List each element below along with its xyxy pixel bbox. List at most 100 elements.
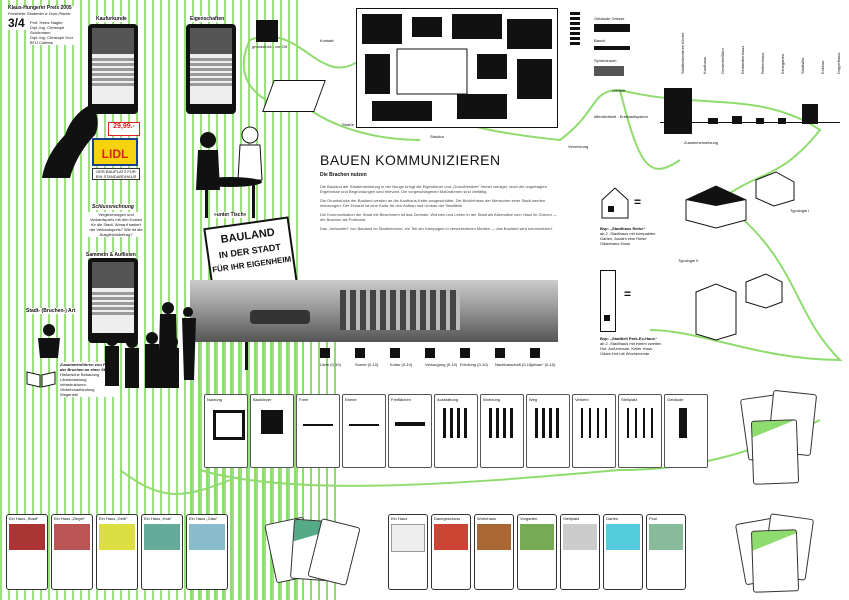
- house-card[interactable]: Wohnhaus: [474, 514, 514, 590]
- shop-icon: [425, 348, 435, 358]
- zusammenfuehren-item: Infrastrukturen: [60, 382, 86, 387]
- house-card-label: Dachgeschoss: [434, 516, 461, 521]
- legend-swatch: [594, 24, 630, 32]
- process-card[interactable]: Verkehr: [572, 394, 616, 468]
- schluss-text: Vergleichungen und Verkaufspreis mit den…: [88, 212, 144, 237]
- process-card-label: Weg: [529, 397, 538, 402]
- label-schlussrechnung: Schlussrechnung: [92, 204, 134, 210]
- sun-icon: [355, 348, 365, 358]
- process-card-label: Ausstattung: [437, 397, 459, 402]
- house-card-label: Vorgarten: [520, 516, 538, 521]
- house-card[interactable]: Garten: [603, 514, 643, 590]
- body-paragraph: Die Bauland der Stadtentwicklung in der …: [320, 184, 547, 194]
- process-card[interactable]: Freiflächen: [388, 394, 432, 468]
- sound-icon: [320, 348, 330, 358]
- house-card[interactable]: Ein Haus „Stadt“: [6, 514, 48, 590]
- process-card-label: Nutzung: [207, 397, 222, 402]
- house-card-label: Ein Haus „Ziegel“: [54, 516, 85, 521]
- label-unter-tisch: »unter Tisch«: [214, 212, 247, 218]
- process-card[interactable]: Ausstattung: [434, 394, 478, 468]
- label-kaufurkunde: Kaufurkunde: [96, 16, 127, 22]
- skyline-label: Kleingarten: [780, 53, 785, 74]
- house-card[interactable]: Ein Haus „Holz“: [141, 514, 183, 590]
- legend-item: Gebäude Grösse: [594, 16, 625, 21]
- process-card[interactable]: Ebene: [342, 394, 386, 468]
- grundstueck-icon: [256, 20, 278, 42]
- fanned-card[interactable]: [750, 529, 800, 593]
- house-card[interactable]: Ein Haus „Glas“: [186, 514, 228, 590]
- process-card[interactable]: Wohnung: [480, 394, 524, 468]
- body-text: Die Bauland der Stadtentwicklung in der …: [320, 184, 558, 235]
- process-card[interactable]: Weg: [526, 394, 570, 468]
- urban-icon: [530, 348, 540, 358]
- icon-label: Versorgung (0-10): [425, 362, 458, 367]
- skyline-label: Stadtteilzentrum Kirche: [680, 32, 685, 74]
- book-icon: [26, 370, 56, 388]
- skyline-labels: Stadtteilzentrum Kirche Kaufhaus Gewerbe…: [680, 18, 849, 78]
- house-card[interactable]: Vorgarten: [517, 514, 557, 590]
- team-list: Prof. Heinz Nagler Dipl.-Ing. Christoph …: [30, 20, 80, 45]
- zusammenfuehren-item: Verkehrsanbindung: [60, 387, 95, 392]
- house-card[interactable]: Dachgeschoss: [431, 514, 471, 590]
- house-card-label: Garten: [606, 516, 619, 521]
- label-vernetzung: Vernetzung: [568, 144, 589, 149]
- house-a-label: Bsp: „Stadthaus Reihe“ ab 2 -Stadthaus m…: [600, 226, 660, 246]
- house-card[interactable]: Pool: [646, 514, 686, 590]
- icon-label: Sonne (0-10): [355, 362, 379, 367]
- process-card[interactable]: Form: [296, 394, 340, 468]
- house-outline-b: [600, 270, 616, 332]
- process-card[interactable]: Stellplatz: [618, 394, 662, 468]
- label-typologie2: Typologie II: [678, 258, 699, 263]
- label-sammeln: Sammeln & Auflisten: [86, 252, 136, 258]
- process-card-label: Verkehr: [575, 397, 589, 402]
- process-card-strip: Nutzung Baukörper Form Ebene Freiflächen…: [204, 394, 716, 472]
- label-strasse: Straße: [342, 122, 355, 127]
- label-kontakt: Kontakt: [320, 38, 334, 43]
- house-card-label: Ein Haus „Stadt“: [9, 516, 39, 521]
- label-typologie1: Typologie I: [790, 208, 810, 213]
- equals-sign: =: [634, 195, 642, 209]
- legend-bar: [570, 12, 580, 46]
- label-umwelt: Umwelt: [612, 88, 626, 93]
- house-card[interactable]: Ein Haus „Gelb“: [96, 514, 138, 590]
- legend-swatch: [594, 66, 624, 76]
- team-member: Prof. Heinz Nagler: [30, 20, 63, 25]
- skyline-label: Reihenhaus: [760, 52, 765, 74]
- process-card[interactable]: Gebäude: [664, 394, 708, 468]
- house-b-title: Bsp: „Stadtteil Park-Ex-Haus“: [600, 336, 657, 341]
- fanned-card[interactable]: [750, 419, 800, 485]
- house-card[interactable]: Stellplatz: [560, 514, 600, 590]
- body-paragraph: Das „Verkaufen“ von Bauland im Stadtzent…: [320, 226, 553, 231]
- house-card-label: Ein Haus „Gelb“: [99, 516, 128, 521]
- skyline-label: Eckbau: [820, 60, 825, 74]
- skyline-label: Kaufhaus: [702, 57, 707, 74]
- bottom-cards-mid: Ein Haus Dachgeschoss Wohnhaus Vorgarten…: [388, 514, 688, 594]
- house-b-label: Bsp: „Stadtteil Park-Ex-Haus“ ab 2 -Stad…: [600, 336, 664, 356]
- process-card[interactable]: Nutzung: [204, 394, 248, 468]
- label-zusammensetzung: Zusammensetzung: [684, 140, 719, 145]
- lidl-caption: DER BAUPLATZ FÜR EIN STANDARDHAUS: [92, 168, 140, 180]
- page-subtitle: Die Brachen nutzen: [320, 172, 367, 178]
- header-subtitle: Prosthetic Studentin & Dom-Pfarrer: [8, 11, 71, 16]
- house-a-text: ab 2 -Stadthaus mit kompakten Garten, An…: [600, 231, 656, 246]
- team-member: BTU Cottbus: [30, 40, 53, 45]
- phone-kaufurkunde: [88, 24, 138, 114]
- icon-label: „Urban“ (0-10): [530, 362, 556, 367]
- house-card-label: Stellplatz: [563, 516, 580, 521]
- house-card[interactable]: Ein Haus „Ziegel“: [51, 514, 93, 590]
- page-title: BAUEN KOMMUNIZIEREN: [320, 152, 501, 168]
- process-card[interactable]: Baukörper: [250, 394, 294, 468]
- sheet-number: 3/4: [8, 16, 25, 30]
- lidl-logo: LIDL: [92, 138, 138, 166]
- skyline-label: Stadtvilla: [800, 57, 805, 74]
- house-card-label: Wohnhaus: [477, 516, 497, 521]
- phone-eigenschaften: [186, 24, 236, 114]
- tree-icon: [460, 348, 470, 358]
- people-table-silhouette: [196, 126, 263, 218]
- house-card-label: Ein Haus „Glas“: [189, 516, 218, 521]
- skyline-diagram: [660, 14, 840, 134]
- house-card[interactable]: Ein Haus: [388, 514, 428, 590]
- legend-item: Bauch: [594, 38, 606, 43]
- process-card-label: Stellplatz: [621, 397, 638, 402]
- street-photo: [190, 280, 558, 342]
